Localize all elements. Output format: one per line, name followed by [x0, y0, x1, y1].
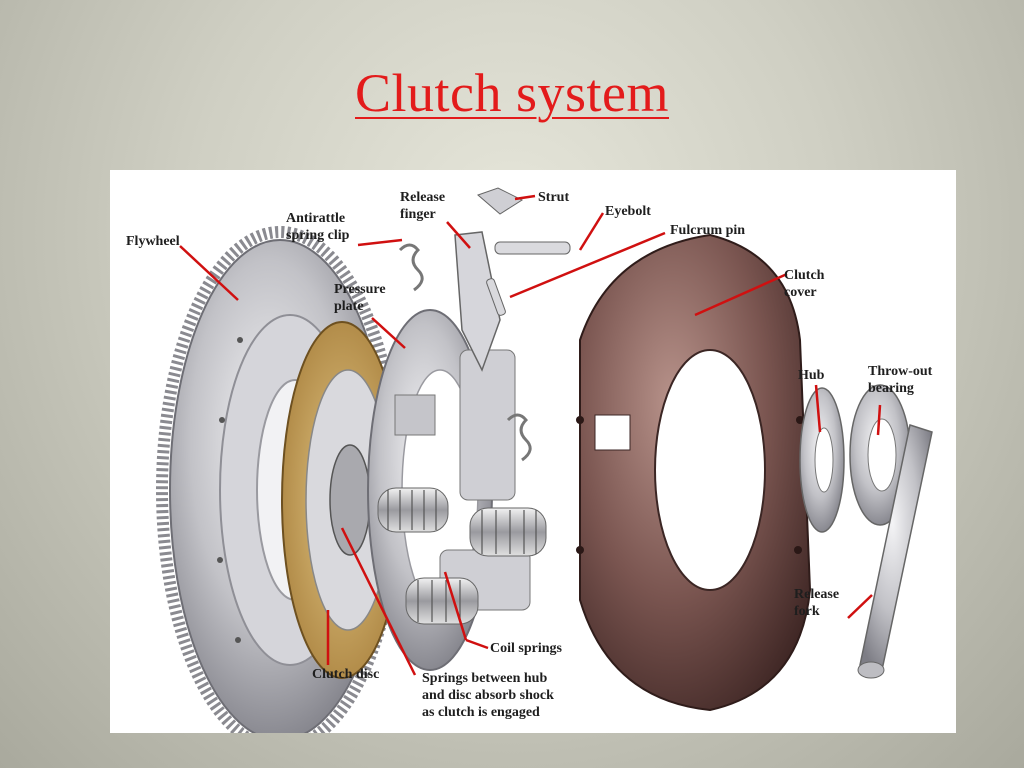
label-antirattle-spring-clip: Antirattle spring clip: [286, 211, 350, 243]
clutch-exploded-illustration: [156, 187, 933, 733]
label-clutch-disc: Clutch disc: [312, 667, 380, 682]
leader-lines: [179, 194, 882, 676]
label-throwout-bearing: Throw-out bearing: [868, 364, 933, 396]
label-strut: Strut: [538, 190, 570, 205]
label-springs-between-hub-and-disc: Springs between hub and disc absorb shoc…: [422, 671, 554, 720]
release-finger-parts: [398, 187, 571, 462]
label-pressure-plate: Pressure plate: [334, 282, 386, 314]
clutch-disc-part: [281, 321, 403, 679]
label-clutch-cover: Clutch cover: [784, 268, 825, 300]
label-flywheel: Flywheel: [126, 234, 180, 249]
label-coil-springs: Coil springs: [490, 641, 562, 656]
label-hub: Hub: [798, 368, 825, 383]
label-eyebolt: Eyebolt: [605, 204, 651, 219]
slide-title: Clutch system: [355, 63, 669, 123]
release-fork-part: [857, 424, 933, 679]
clutch-diagram: Flywheel Antirattle spring clip Release …: [110, 170, 956, 733]
clutch-cover-part: [576, 233, 812, 712]
leader-lines-extra: [443, 571, 468, 641]
hub-part: [799, 387, 845, 533]
label-release-fork: Release fork: [794, 587, 840, 619]
label-fulcrum-pin: Fulcrum pin: [670, 223, 746, 238]
throwout-bearing-part: [849, 384, 911, 526]
label-release-finger: Release finger: [400, 190, 446, 222]
coil-springs-part: [377, 487, 547, 625]
